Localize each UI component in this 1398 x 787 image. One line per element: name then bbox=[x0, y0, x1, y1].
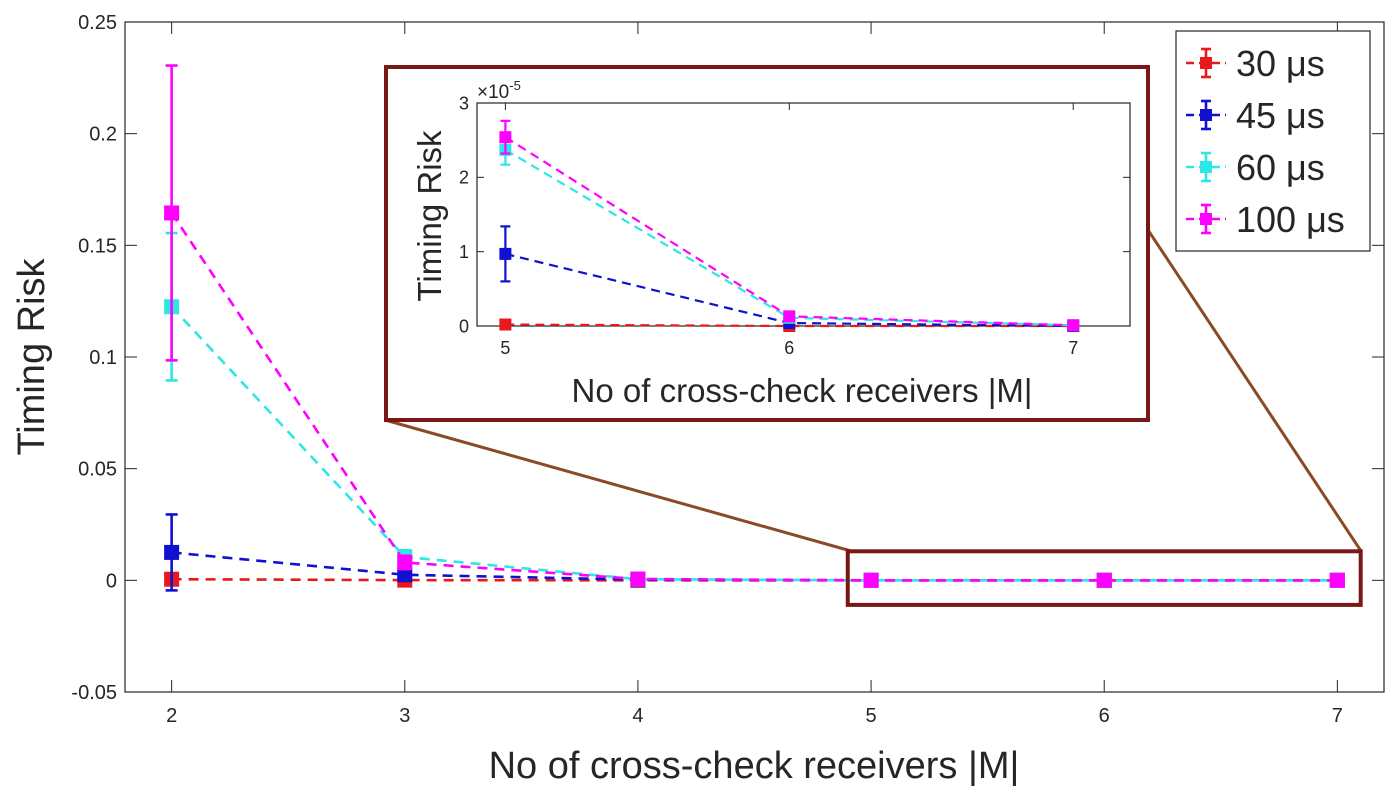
legend: 30 μs 45 μs 60 μs 100 μs bbox=[1175, 30, 1371, 252]
data-point-marker bbox=[863, 572, 879, 588]
zoom-annotation bbox=[384, 229, 1363, 607]
series-line-3 bbox=[170, 212, 1338, 582]
y-tick-label: 0.15 bbox=[78, 235, 117, 257]
main-x-axis-label: No of cross-check receivers |M| bbox=[489, 745, 1020, 787]
y-tick-label: 1 bbox=[459, 242, 469, 262]
x-tick-label: 5 bbox=[500, 338, 510, 358]
data-point-marker bbox=[499, 131, 512, 144]
zoom-connector-right bbox=[1146, 229, 1363, 552]
legend-items: 30 μs 45 μs 60 μs 100 μs bbox=[1186, 43, 1345, 240]
inset-chart: 0 1 2 3 5 6 7 ×10-5 No of cross-check receive… bbox=[384, 65, 1150, 422]
y-tick-label: 3 bbox=[459, 93, 469, 113]
x-tick-label: 7 bbox=[1068, 338, 1078, 358]
main-y-axis-label: Timing Risk bbox=[11, 257, 53, 455]
y-tick-label: 0.05 bbox=[78, 459, 117, 481]
data-point-marker bbox=[499, 247, 512, 260]
legend-label-0: 30 μs bbox=[1236, 43, 1325, 84]
data-point-marker bbox=[1329, 572, 1345, 588]
x-tick-label: 5 bbox=[866, 705, 877, 727]
zoom-connector-left bbox=[384, 418, 852, 553]
x-tick-label: 6 bbox=[1099, 705, 1110, 727]
main-series bbox=[164, 64, 1345, 592]
legend-label-3: 100 μs bbox=[1236, 199, 1345, 240]
x-tick-label: 3 bbox=[399, 705, 410, 727]
data-point-marker bbox=[164, 205, 180, 221]
data-point-marker bbox=[1067, 319, 1080, 332]
y-tick-label: -0.05 bbox=[71, 682, 117, 704]
x-tick-label: 4 bbox=[632, 705, 643, 727]
main-x-ticks: 2 3 4 5 6 7 bbox=[166, 22, 1343, 727]
y-tick-label: 0 bbox=[459, 316, 469, 336]
data-point-marker bbox=[630, 571, 646, 587]
data-point-marker bbox=[499, 318, 512, 331]
inset-y-axis-label: Timing Risk bbox=[411, 130, 448, 302]
inset-series bbox=[499, 119, 1080, 332]
y-tick-label: 0.1 bbox=[89, 347, 117, 369]
data-point-marker bbox=[1096, 572, 1112, 588]
legend-marker-1 bbox=[1200, 109, 1212, 121]
data-point-marker bbox=[164, 544, 180, 560]
data-point-marker bbox=[783, 310, 796, 323]
inset-exponent-label: ×10-5 bbox=[477, 78, 521, 103]
series-line-2 bbox=[504, 148, 1074, 327]
y-tick-label: 0 bbox=[106, 570, 117, 592]
y-tick-label: 2 bbox=[459, 168, 469, 188]
legend-label-1: 45 μs bbox=[1236, 95, 1325, 136]
data-point-marker bbox=[397, 554, 413, 570]
x-tick-label: 2 bbox=[166, 705, 177, 727]
legend-marker-0 bbox=[1200, 57, 1212, 69]
x-tick-label: 6 bbox=[784, 338, 794, 358]
y-tick-label: 0.25 bbox=[78, 12, 117, 34]
inset-y-ticks: 0 1 2 3 bbox=[459, 93, 1130, 336]
legend-marker-2 bbox=[1200, 161, 1212, 173]
main-y-ticks: -0.05 0 0.05 0.1 0.15 0.2 0.25 bbox=[71, 12, 1384, 704]
data-point-marker bbox=[397, 567, 413, 583]
inset-plot-area bbox=[476, 102, 1131, 327]
zoom-highlight-box bbox=[845, 549, 1363, 607]
legend-marker-3 bbox=[1200, 213, 1212, 225]
inset-x-axis-label: No of cross-check receivers |M| bbox=[572, 372, 1033, 409]
y-tick-label: 0.2 bbox=[89, 124, 117, 146]
legend-label-2: 60 μs bbox=[1236, 147, 1325, 188]
x-tick-label: 7 bbox=[1332, 705, 1343, 727]
